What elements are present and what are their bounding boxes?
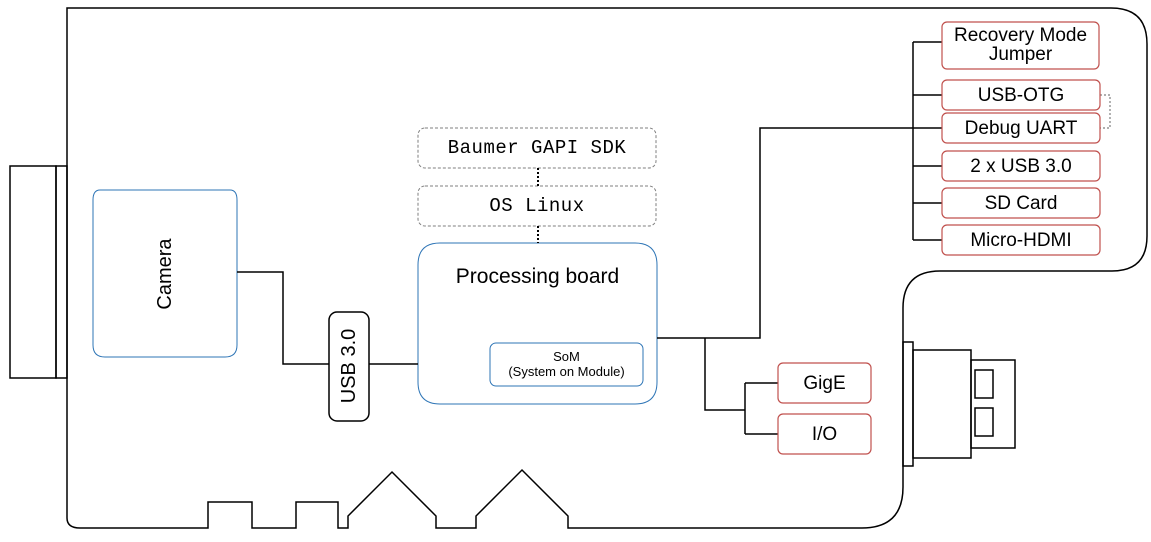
debug-uart-box	[941, 112, 1101, 144]
gige-box	[777, 362, 872, 404]
micro-hdmi-box	[941, 224, 1101, 256]
som-box	[489, 342, 644, 387]
otg-uart-dotted-link	[1100, 94, 1111, 129]
left-bracket	[9, 165, 57, 379]
som-label: SoM (System on Module)	[490, 343, 643, 386]
board-outline	[66, 7, 1148, 529]
board-network-wire	[704, 338, 745, 411]
right-connector-housing	[902, 341, 914, 467]
recovery-label-line1: Recovery Mode	[953, 25, 1088, 47]
recovery-label: Recovery Mode Jumper	[942, 22, 1099, 69]
sdk-box	[417, 127, 657, 169]
gige-label: GigE	[803, 372, 846, 394]
processing-board-box	[417, 242, 658, 405]
camera-box	[92, 189, 238, 358]
os-label: OS Linux	[489, 194, 585, 217]
processing-board-label: Processing board	[455, 264, 620, 288]
sd-card-box	[941, 187, 1101, 219]
som-label-line2: (System on Module)	[508, 363, 625, 379]
io-label: I/O	[811, 423, 838, 445]
usb-otg-label: USB-OTG	[977, 84, 1065, 106]
right-connector-slot-top	[974, 369, 994, 399]
camera-usb-wire	[237, 271, 329, 365]
camera-label: Camera	[154, 238, 176, 310]
som-label-line1: SoM	[553, 348, 580, 364]
usb30-box	[941, 150, 1101, 182]
usb-link-label: USB 3.0	[338, 328, 360, 404]
io-box	[777, 413, 872, 455]
right-connector-body	[912, 349, 972, 459]
micro-hdmi-label: Micro-HDMI	[970, 229, 1072, 251]
right-connector-port	[970, 359, 1016, 449]
recovery-box	[941, 21, 1100, 70]
usb30-label: 2 x USB 3.0	[970, 155, 1072, 177]
recovery-label-line2: Jumper	[988, 43, 1053, 65]
sdk-label: Baumer GAPI SDK	[447, 136, 627, 159]
debug-uart-label: Debug UART	[964, 117, 1078, 139]
usb-link-box	[328, 311, 370, 422]
right-connector-slot-bottom	[974, 407, 994, 437]
left-bracket-flange	[55, 165, 68, 379]
usb-otg-box	[941, 79, 1101, 111]
sd-card-label: SD Card	[984, 192, 1058, 214]
board-peripheral-wire	[657, 127, 913, 339]
